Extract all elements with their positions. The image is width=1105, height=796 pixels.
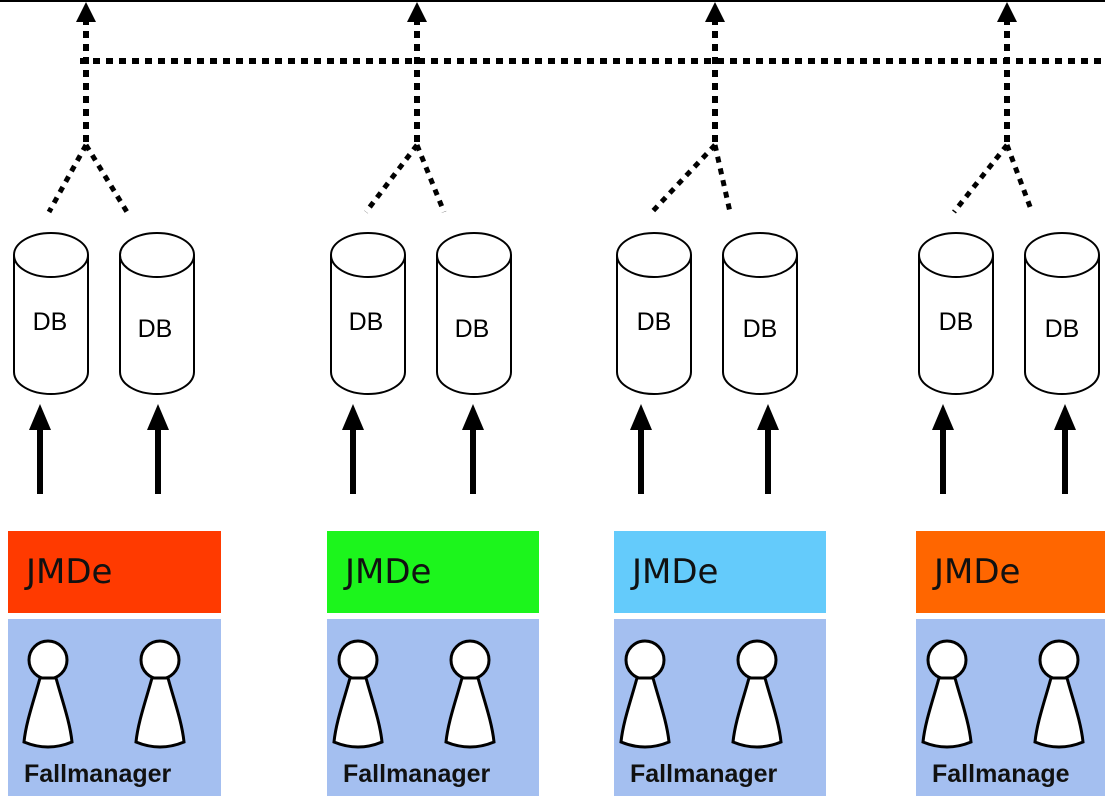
user-icon bbox=[332, 639, 384, 749]
group-4: DB DB bbox=[918, 2, 1100, 494]
db-label: DB bbox=[33, 308, 68, 336]
user-icon bbox=[731, 639, 783, 749]
fallmanager-label-4: Fallmanage bbox=[932, 760, 1070, 788]
branch-line bbox=[414, 144, 447, 213]
db-label: DB bbox=[349, 308, 384, 336]
group-2: DB DB bbox=[330, 2, 512, 494]
branch-line bbox=[650, 143, 717, 214]
uplink-arrowhead bbox=[76, 2, 96, 22]
branch-line bbox=[46, 143, 89, 214]
user-icon bbox=[619, 639, 671, 749]
database-icon bbox=[722, 232, 798, 395]
jmde-label-2: JMDe bbox=[345, 552, 432, 592]
branch-line bbox=[364, 143, 419, 214]
db-label: DB bbox=[939, 308, 974, 336]
database-icon bbox=[616, 232, 692, 395]
database-icon bbox=[918, 232, 994, 395]
fallmanager-label-3: Fallmanager bbox=[630, 760, 778, 788]
jmde-label-4: JMDe bbox=[934, 552, 1021, 592]
uplink-arrowhead bbox=[997, 2, 1017, 22]
database-icon bbox=[13, 232, 89, 395]
input-arrowhead bbox=[342, 404, 364, 430]
database-icon bbox=[1024, 232, 1100, 395]
jmde-label-3: JMDe bbox=[632, 552, 719, 592]
db-label: DB bbox=[637, 308, 672, 336]
group-3: DB DB bbox=[616, 2, 798, 494]
input-arrowhead bbox=[757, 404, 779, 430]
database-icon bbox=[330, 232, 406, 395]
db-label: DB bbox=[1045, 315, 1080, 343]
user-icon bbox=[134, 639, 186, 749]
branch-line bbox=[952, 143, 1009, 214]
jmde-box-2: JMDe bbox=[327, 531, 539, 613]
jmde-box-3: JMDe bbox=[614, 531, 826, 613]
input-arrowhead bbox=[462, 404, 484, 430]
database-icon bbox=[436, 232, 512, 395]
input-arrowhead bbox=[29, 404, 51, 430]
fallmanager-label-2: Fallmanager bbox=[343, 760, 491, 788]
input-arrowhead bbox=[932, 404, 954, 430]
fallmanager-label-1: Fallmanager bbox=[24, 760, 172, 788]
input-arrowhead bbox=[1054, 404, 1076, 430]
user-icon bbox=[1033, 639, 1085, 749]
user-icon bbox=[22, 639, 74, 749]
jmde-box-4: JMDe bbox=[916, 531, 1105, 613]
jmde-box-1: JMDe bbox=[8, 531, 221, 613]
group-1: DB DB bbox=[13, 2, 195, 494]
db-label: DB bbox=[455, 315, 490, 343]
input-arrowhead bbox=[630, 404, 652, 430]
uplink-arrowhead bbox=[705, 2, 725, 22]
db-label: DB bbox=[743, 315, 778, 343]
input-arrowhead bbox=[147, 404, 169, 430]
uplink-arrowhead bbox=[407, 2, 427, 22]
user-icon bbox=[921, 639, 973, 749]
branch-line bbox=[83, 143, 130, 214]
db-label: DB bbox=[138, 315, 173, 343]
jmde-label-1: JMDe bbox=[26, 552, 113, 592]
user-icon bbox=[444, 639, 496, 749]
database-icon bbox=[119, 232, 195, 395]
